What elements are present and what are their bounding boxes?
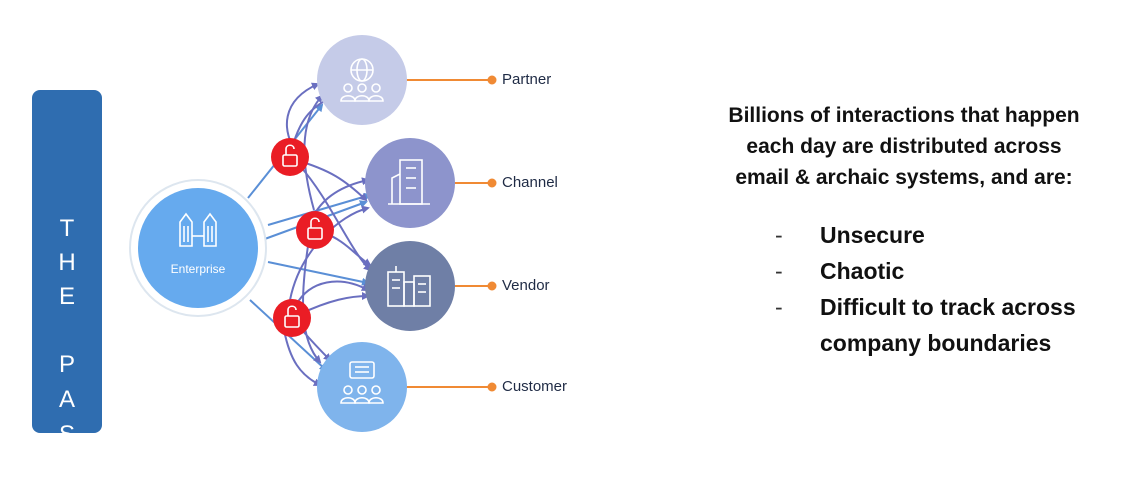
interaction-diagram <box>129 35 497 432</box>
banner-letter: T <box>59 455 75 482</box>
node-connectors <box>405 75 497 392</box>
headline-line: Billions of interactions that happen <box>728 104 1080 127</box>
bullet-item: - Unsecure <box>775 217 1128 253</box>
headline-line: email & archaic systems, and are: <box>735 166 1073 189</box>
bullet-text: Unsecure <box>820 222 925 248</box>
description-panel: Billions of interactions that happen eac… <box>680 100 1128 361</box>
vendor-node <box>365 241 455 331</box>
banner-letter: A <box>58 386 75 413</box>
globe-people-icon <box>340 58 384 102</box>
bullet-text: Difficult to track across company bounda… <box>820 294 1076 356</box>
banner-letter: S <box>58 421 75 448</box>
unlocked-padlock-icon <box>271 138 309 176</box>
customer-node <box>317 342 407 432</box>
enterprise-label: Enterprise <box>170 262 226 276</box>
bullet-item: - Chaotic <box>775 253 1128 289</box>
chat-people-icon <box>340 361 384 404</box>
office-building-icon <box>388 159 430 205</box>
customer-label: Customer <box>502 378 568 395</box>
office-buildings-icon <box>179 212 217 247</box>
banner-letter: T <box>59 215 75 242</box>
partner-label: Partner <box>502 71 552 88</box>
channel-node <box>365 138 455 228</box>
banner-letter: E <box>58 283 75 310</box>
bullet-text: Chaotic <box>820 258 905 284</box>
headline-line: each day are distributed across <box>746 135 1062 158</box>
headline: Billions of interactions that happen eac… <box>680 100 1128 193</box>
vendor-label: Vendor <box>502 277 550 294</box>
unlocked-padlock-icon <box>273 299 311 337</box>
channel-label: Channel <box>502 174 558 191</box>
banner-letter: H <box>58 249 76 276</box>
enterprise-node <box>129 179 267 317</box>
partner-node <box>317 35 407 125</box>
the-past-banner: T H E P A S T <box>32 90 102 482</box>
banner-letter: P <box>58 351 75 378</box>
city-buildings-icon <box>387 266 431 307</box>
bullet-list: - Unsecure - Chaotic - Difficult to trac… <box>680 217 1128 361</box>
bullet-marker: - <box>775 294 783 320</box>
bullet-item: - Difficult to track across company boun… <box>775 289 1128 361</box>
bullet-marker: - <box>775 222 783 248</box>
bullet-marker: - <box>775 258 783 284</box>
unlocked-padlock-icon <box>296 211 334 249</box>
